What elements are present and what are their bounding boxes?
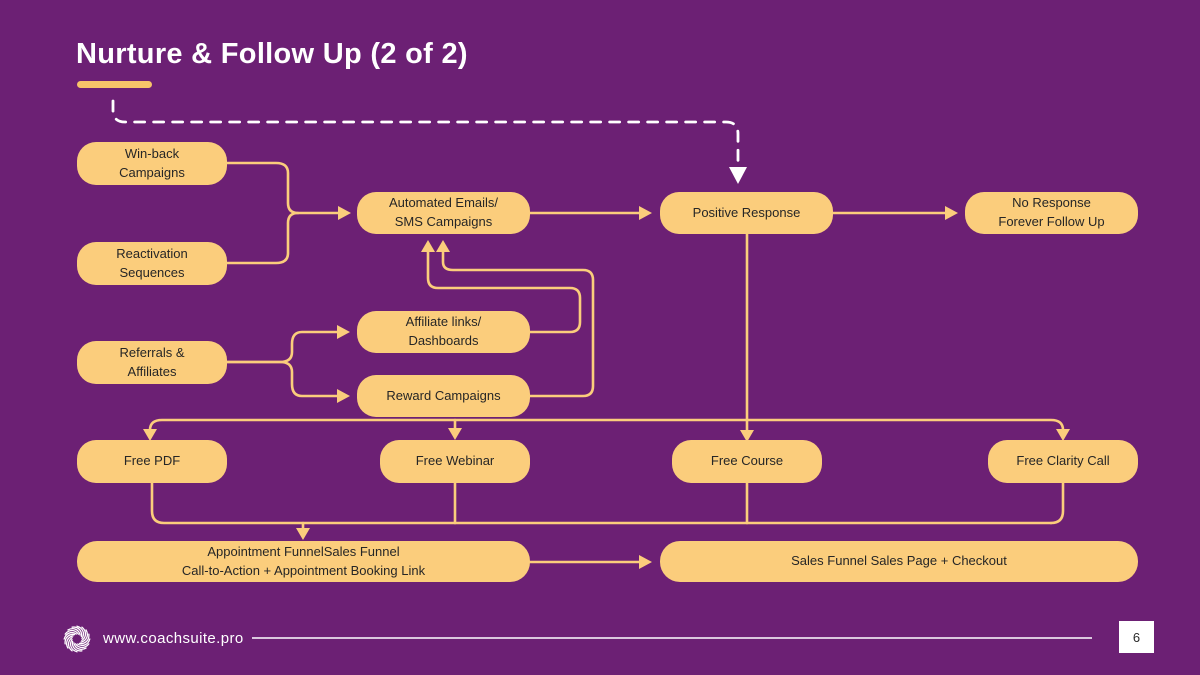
node-free-pdf: Free PDF (77, 440, 227, 483)
node-label: Automated Emails/ SMS Campaigns (388, 195, 499, 229)
swirl-logo-icon (62, 624, 92, 654)
node-win-back-campaigns: Win-back Campaigns (77, 142, 227, 185)
title-underline (77, 81, 152, 88)
edge-automated-to-positive (528, 206, 652, 220)
node-label: Affiliate links/ Dashboards (405, 314, 482, 348)
node-label: Positive Response (692, 204, 801, 220)
edge-positive-to-free-rail (740, 232, 754, 442)
node-appointment-funnel-cta: Appointment FunnelSales Funnel Call-to-A… (77, 541, 530, 582)
node-label: Win-back Campaigns (119, 145, 185, 180)
edge-positive-to-no-response (831, 206, 958, 220)
node-label: Free Clarity Call (1016, 453, 1110, 469)
website-url: www.coachsuite.pro (103, 630, 244, 647)
footer-divider (252, 637, 1092, 639)
node-label: Free Course (710, 453, 784, 469)
edge-referrals-split (225, 325, 350, 403)
node-no-response-forever-follow-up: No Response Forever Follow Up (965, 192, 1138, 234)
node-affiliate-links-dashboards: Affiliate links/ Dashboards (357, 311, 530, 353)
page-number: 6 (1119, 621, 1154, 653)
node-label: No Response Forever Follow Up (998, 195, 1105, 229)
node-reactivation-sequences: Reactivation Sequences (77, 242, 227, 285)
edge-appointment-to-sales (528, 555, 652, 569)
node-label: Appointment FunnelSales Funnel Call-to-A… (181, 543, 426, 578)
edge-free-to-appointment (150, 481, 1065, 540)
page-title: Nurture & Follow Up (2 of 2) (76, 38, 468, 70)
edge-reward-to-automated (436, 240, 595, 398)
dashed-follow-up-connector (111, 99, 747, 184)
node-automated-emails-sms: Automated Emails/ SMS Campaigns (357, 192, 530, 234)
node-label: Sales Funnel Sales Page + Checkout (791, 553, 1007, 569)
edge-affiliate-to-automated (421, 240, 582, 334)
node-free-webinar: Free Webinar (380, 440, 530, 483)
node-referrals-affiliates: Referrals & Affiliates (77, 341, 227, 384)
node-free-course: Free Course (672, 440, 822, 483)
node-label: Free PDF (123, 453, 181, 469)
edge-winback-reactivation-to-automated (225, 161, 351, 265)
node-reward-campaigns: Reward Campaigns (357, 375, 530, 417)
node-free-clarity-call: Free Clarity Call (988, 440, 1138, 483)
node-label: Referrals & Affiliates (119, 344, 185, 379)
node-sales-funnel-checkout: Sales Funnel Sales Page + Checkout (660, 541, 1138, 582)
edge-free-rail (143, 418, 1070, 441)
node-positive-response: Positive Response (660, 192, 833, 234)
node-label: Reward Campaigns (386, 387, 501, 403)
node-label: Free Webinar (415, 453, 495, 469)
node-label: Reactivation Sequences (116, 245, 188, 280)
